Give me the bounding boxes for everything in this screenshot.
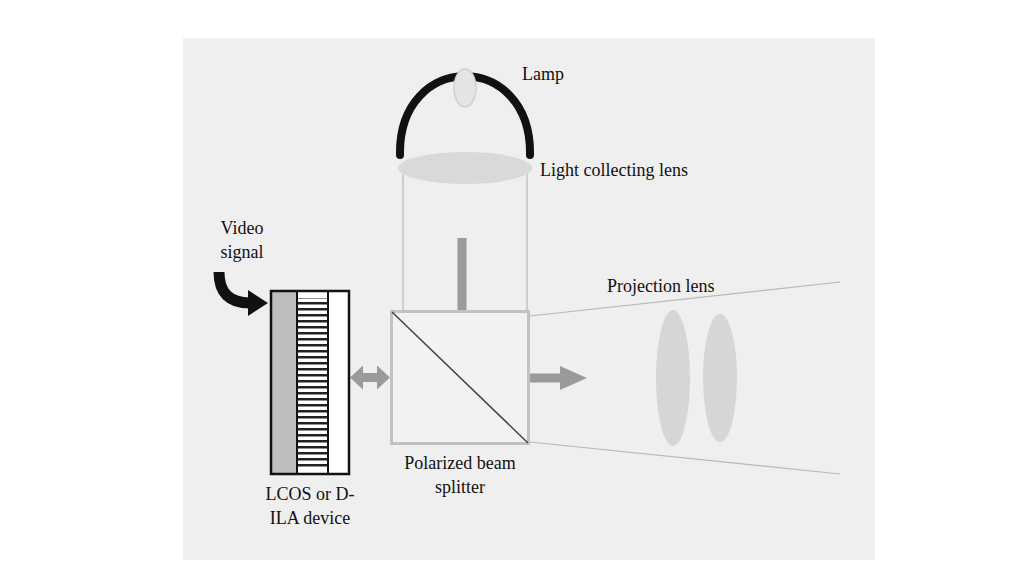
lcos-device: LCOS or D-ILA device [270, 290, 350, 475]
collecting-lens [398, 152, 532, 184]
projection-lens [703, 314, 737, 442]
video-signal-arrow-head [248, 290, 268, 316]
beam-splitter: Polarized beam splitter [390, 310, 530, 445]
lamp-bulb [454, 69, 476, 107]
lcos-shape [270, 290, 350, 475]
projection-edge [530, 442, 840, 474]
part-label: Lamp [522, 62, 602, 86]
projection-lens [656, 310, 690, 446]
light-path-arrow [350, 366, 390, 390]
output-arrow-head [560, 366, 587, 390]
beam-edge [402, 168, 403, 310]
part-label: Polarized beam splitter [380, 451, 540, 499]
beam-edge [526, 168, 527, 310]
part-label: LCOS or D-ILA device [258, 482, 362, 530]
part-label: Video signal [214, 216, 270, 264]
splitter-shape [390, 310, 530, 445]
part-label: Projection lens [607, 274, 747, 298]
part-label: Light collecting lens [540, 158, 740, 182]
video-signal-arrow [219, 272, 250, 303]
